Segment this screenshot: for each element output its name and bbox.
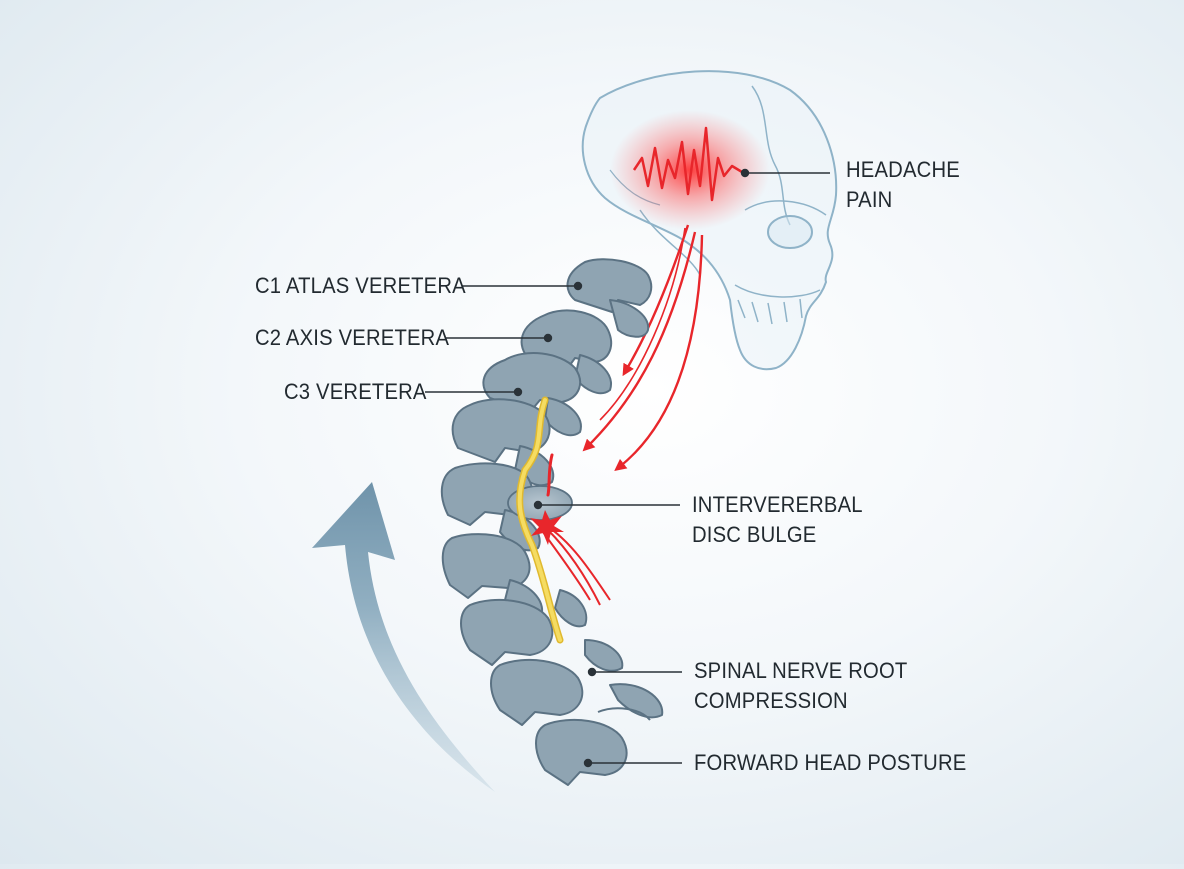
label-disc-bulge: INTERVERERBAL DISC BULGE [692, 490, 863, 550]
label-headache-pain: HEADACHE PAIN [846, 155, 960, 215]
spine-icon [440, 258, 664, 786]
label-disc-line2: DISC BULGE [692, 522, 817, 547]
label-forward-head-posture: FORWARD HEAD POSTURE [694, 750, 967, 775]
label-nerve-root: SPINAL NERVE ROOT COMPRESSION [694, 656, 907, 716]
label-headache-line2: PAIN [846, 187, 893, 212]
leader-lines [425, 168, 830, 768]
spinal-nerve [516, 396, 564, 644]
pain-radiation-arrows [582, 224, 704, 471]
posture-arrow-icon [312, 482, 495, 792]
label-headache-line1: HEADACHE [846, 157, 960, 182]
label-nerve-line1: SPINAL NERVE ROOT [694, 658, 908, 683]
label-c1-atlas: C1 ATLAS VERETERA [255, 273, 466, 298]
label-c3: C3 VERETERA [284, 379, 427, 404]
nerve-root-compression [539, 524, 611, 606]
bulge-burst-icon [530, 510, 564, 545]
pain-wave-icon [610, 110, 770, 230]
label-nerve-line2: COMPRESSION [694, 688, 848, 713]
label-disc-line1: INTERVERERBAL [692, 492, 863, 517]
label-c2-axis: C2 AXIS VERETERA [255, 325, 450, 350]
